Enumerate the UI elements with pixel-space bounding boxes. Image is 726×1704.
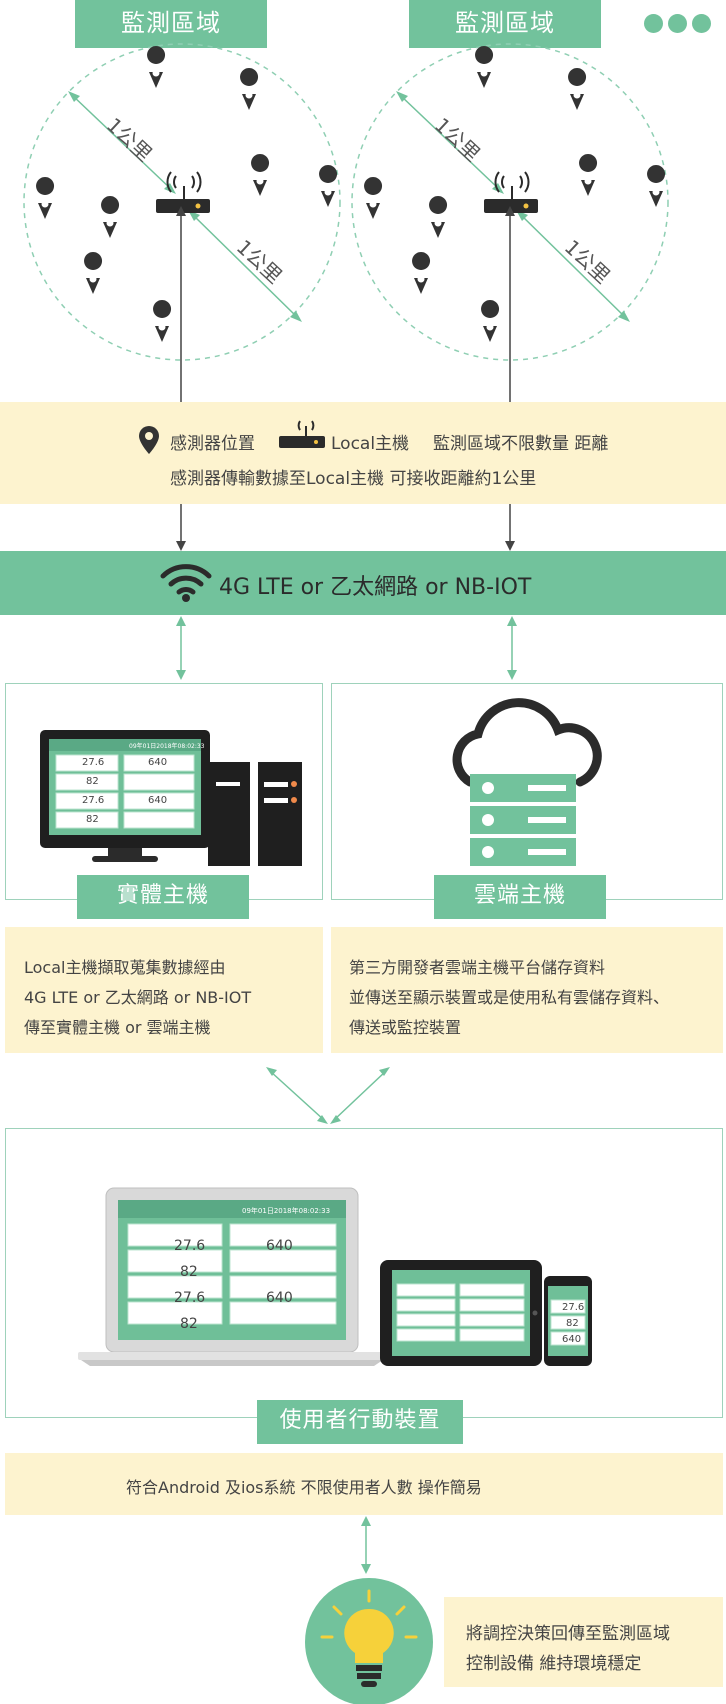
monitoring-zone-1	[23, 43, 341, 361]
cloud-host-desc-1: 第三方開發者雲端主機平台儲存資料	[349, 958, 606, 977]
laptop-r3-v1: 27.6	[174, 1290, 206, 1306]
physical-host-desc-panel	[5, 927, 323, 1053]
legend-sensor-label: 感測器位置	[170, 434, 255, 454]
cloud-host-desc-panel	[331, 927, 723, 1053]
router-icon	[279, 420, 325, 448]
monitor-r3-v1: 27.6	[82, 795, 105, 806]
sensor-pins	[364, 46, 666, 342]
laptop-screen-header: 09年01日2018年08:02:33	[242, 1207, 331, 1215]
legend-panel	[0, 402, 726, 504]
monitor-r2-v1: 82	[86, 776, 99, 787]
phone-value-1: 27.6	[562, 1302, 585, 1313]
lightbulb-icon	[305, 1578, 433, 1704]
decorative-dots	[644, 14, 711, 37]
network-label: 4G LTE or 乙太網路 or NB-IOT	[219, 575, 532, 600]
legend-zone-note: 監測區域不限數量 距離	[433, 434, 609, 454]
physical-host-desc-1: Local主機擷取蒐集數據經由	[24, 958, 226, 977]
zone-label-2: 監測區域	[409, 0, 601, 48]
laptop-r1-v1: 27.6	[174, 1238, 206, 1254]
laptop-illustration	[78, 1187, 386, 1366]
laptop-r4-v1: 82	[180, 1316, 198, 1332]
feedback-line-2: 控制設備 維持環境穩定	[466, 1654, 642, 1674]
legend-line-2: 感測器傳輸數據至Local主機 可接收距離約1公里	[170, 469, 537, 489]
sensor-pins	[36, 46, 338, 342]
monitor-screen-header: 09年01日2018年08:02:33	[129, 743, 205, 750]
location-pin-icon	[139, 426, 159, 454]
phone-value-2: 82	[566, 1318, 579, 1329]
mobile-desc: 符合Android 及ios系統 不限使用者人數 操作簡易	[126, 1478, 482, 1497]
legend-host-label: Local主機	[331, 434, 410, 454]
wifi-icon	[160, 564, 212, 602]
desktop-computer-illustration	[40, 730, 302, 866]
laptop-r2-v1: 82	[180, 1264, 198, 1280]
laptop-r3-v2: 640	[266, 1290, 293, 1306]
monitor-r4-v1: 82	[86, 814, 99, 825]
mobile-devices-label: 使用者行動裝置	[257, 1400, 463, 1444]
zone-label-1: 監測區域	[75, 0, 267, 48]
physical-host-desc-3: 傳至實體主機 or 雲端主機	[24, 1018, 211, 1037]
mobile-desc-panel	[5, 1453, 723, 1515]
monitor-r1-v2: 640	[148, 757, 168, 768]
monitor-r1-v1: 27.6	[82, 757, 105, 768]
feedback-line-1: 將調控決策回傳至監測區域	[466, 1624, 670, 1644]
phone-value-3: 640	[562, 1334, 582, 1345]
tablet-illustration	[380, 1260, 542, 1366]
network-bar	[0, 551, 726, 615]
cloud-host-desc-2: 並傳送至顯示裝置或是使用私有雲儲存資料、	[349, 988, 670, 1007]
router-icon	[156, 171, 210, 213]
connector-lines-top	[176, 206, 517, 680]
monitor-r3-v2: 640	[148, 795, 168, 806]
smartphone-illustration	[544, 1276, 592, 1366]
feedback-panel	[444, 1597, 723, 1687]
physical-host-desc-2: 4G LTE or 乙太網路 or NB-IOT	[24, 988, 252, 1007]
physical-host-label: 實體主機	[77, 875, 249, 919]
laptop-r1-v2: 640	[266, 1238, 293, 1254]
router-icon	[484, 171, 538, 213]
cloud-server-icon	[452, 698, 602, 866]
cloud-host-desc-3: 傳送或監控裝置	[349, 1018, 462, 1037]
cloud-host-label: 雲端主機	[434, 875, 606, 919]
monitoring-zone-2	[351, 43, 669, 361]
